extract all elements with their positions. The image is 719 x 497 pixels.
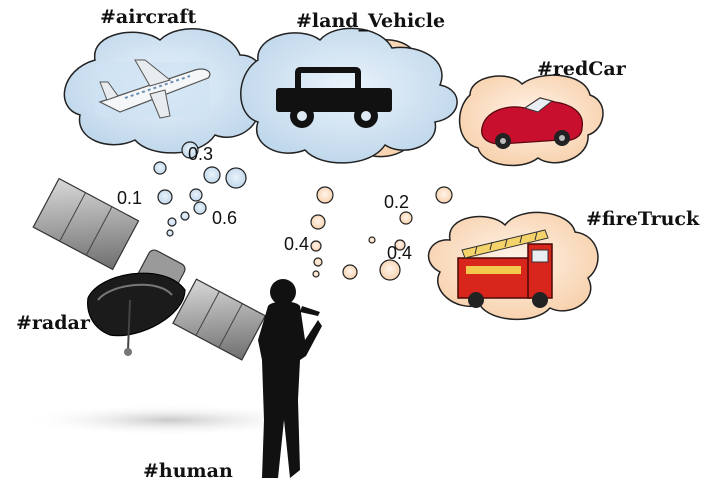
satellite-icon xyxy=(32,177,267,361)
prob-aircraft-top: 0.3 xyxy=(188,144,214,164)
aircraft-thought-bubbles xyxy=(153,141,247,237)
prob-aircraft-left: 0.1 xyxy=(117,188,143,208)
airplane-icon xyxy=(95,59,211,119)
jeep-icon xyxy=(276,67,392,128)
prob-vehicle-left: 0.4 xyxy=(284,234,310,254)
label-land-vehicle: #land_Vehicle xyxy=(296,10,446,32)
prob-vehicle-bottom-right: 0.4 xyxy=(387,243,413,263)
red-car-icon xyxy=(481,97,583,149)
prob-vehicle-top-right: 0.2 xyxy=(384,192,410,212)
human-shadow xyxy=(20,404,320,436)
human-silhouette-icon xyxy=(258,279,322,478)
label-radar: #radar xyxy=(16,312,90,334)
vehicle-thought-bubbles xyxy=(310,186,453,281)
fire-truck-icon xyxy=(457,229,553,308)
label-human: #human xyxy=(143,460,233,482)
label-aircraft: #aircraft xyxy=(100,6,197,28)
prob-aircraft-right: 0.6 xyxy=(212,208,238,228)
label-red-car: #redCar xyxy=(537,58,626,80)
label-fire-truck: #fireTruck xyxy=(586,208,700,230)
